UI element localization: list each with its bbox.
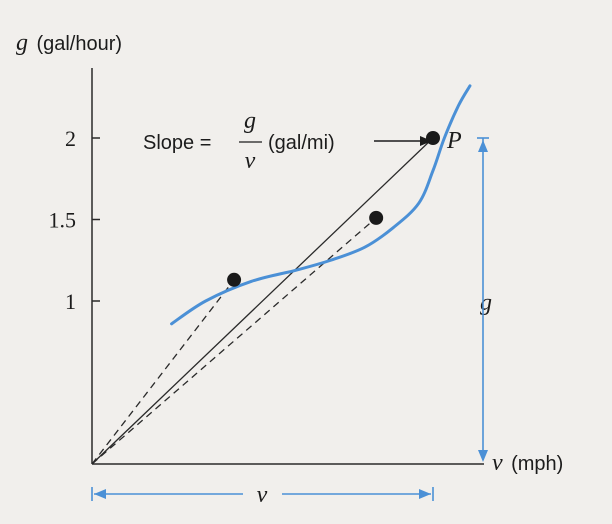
data-point xyxy=(369,210,384,225)
slope-denominator: v xyxy=(245,148,256,174)
brackets: g v xyxy=(91,137,492,508)
y-tick-label: 1.5 xyxy=(49,208,77,233)
dashed-secant-line xyxy=(91,217,377,465)
slope-annotation: Slope = g v (gal/mi) xyxy=(143,108,432,174)
data-point xyxy=(426,131,440,145)
v-bracket-right-arrowhead xyxy=(419,489,431,499)
x-axis-label: v (mph) xyxy=(492,450,563,476)
secant-line-p xyxy=(91,137,434,465)
slope-numerator: g xyxy=(244,108,256,134)
y-ticks: 11.52 xyxy=(49,126,100,314)
g-bracket-top-arrowhead xyxy=(478,140,488,152)
bracket-label-g: g xyxy=(480,290,492,316)
y-axis-label: g (gal/hour) xyxy=(16,30,122,56)
slope-lines xyxy=(91,137,434,465)
data-points: P xyxy=(227,128,462,287)
v-bracket-left-arrowhead xyxy=(94,489,106,499)
y-tick-label: 2 xyxy=(65,126,76,151)
data-point xyxy=(227,272,242,287)
point-label-p: P xyxy=(446,128,462,154)
y-tick-label: 1 xyxy=(65,289,76,314)
slope-unit: (gal/mi) xyxy=(268,132,335,154)
g-bracket-arrowhead xyxy=(478,450,488,462)
fuel-curve xyxy=(170,84,472,326)
annotation-arrow-head xyxy=(420,136,432,146)
dashed-secant-line xyxy=(91,279,235,465)
slope-prefix: Slope = xyxy=(143,132,211,154)
bracket-label-v: v xyxy=(257,482,268,508)
